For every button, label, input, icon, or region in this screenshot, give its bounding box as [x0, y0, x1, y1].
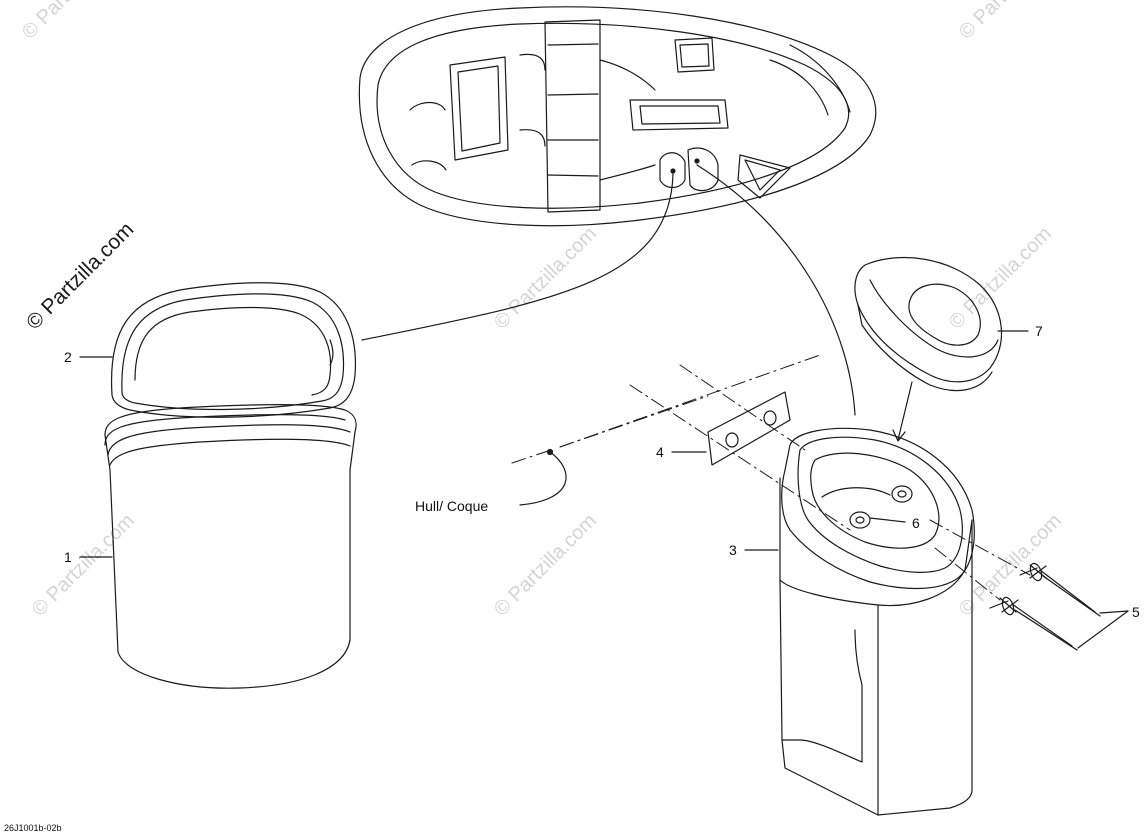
part-1-liner — [104, 403, 357, 689]
hull-label: Hull/ Coque — [415, 498, 489, 514]
leader-craft-to-bin — [696, 164, 856, 416]
callout-7: 7 — [1035, 323, 1043, 339]
leader-craft-to-seal — [361, 173, 674, 341]
part-3-housing — [779, 427, 975, 816]
part-7-cap — [854, 256, 1003, 392]
part-5-rivets — [989, 562, 1101, 651]
hull-leader — [519, 451, 567, 506]
callout-2: 2 — [64, 349, 72, 365]
watercraft-hull-illustration — [358, 6, 877, 227]
callout-6: 6 — [912, 515, 920, 531]
callout-4: 4 — [656, 444, 664, 460]
callout-5: 5 — [1132, 604, 1140, 620]
arrow-cap-to-bin — [897, 381, 913, 441]
callout-1: 1 — [64, 549, 72, 565]
callout-3: 3 — [729, 542, 737, 558]
diagram-code: 26J1001b-02b — [4, 823, 62, 833]
part-4-plate — [707, 391, 791, 466]
part-2-seal — [110, 282, 357, 418]
